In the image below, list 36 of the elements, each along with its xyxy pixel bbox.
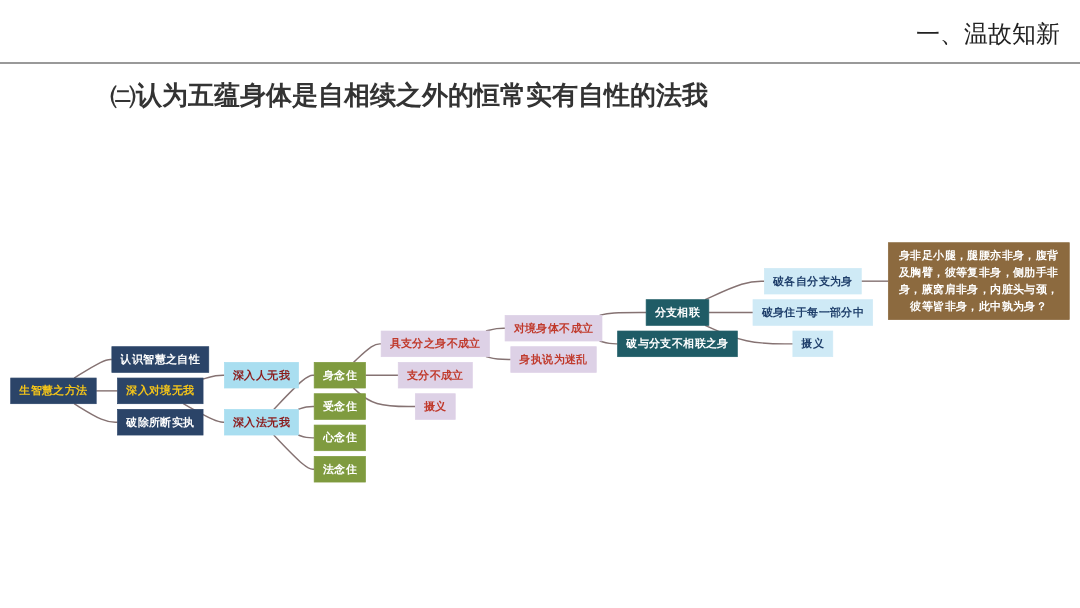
node-box: 深入对境无我 <box>117 377 204 405</box>
node-box: 心念住 <box>313 424 366 452</box>
connector <box>297 434 315 439</box>
connector <box>352 387 417 408</box>
node-box: 破与分支不相联之身 <box>617 330 738 358</box>
connector <box>95 390 119 392</box>
connector <box>704 280 766 301</box>
connector <box>860 280 890 282</box>
connector <box>73 358 113 379</box>
node-box: 深入法无我 <box>224 409 299 436</box>
node-box: 破各自分支为身 <box>764 268 862 295</box>
connector <box>598 311 647 317</box>
connector <box>273 434 315 471</box>
node-box: 具支分之身不成立 <box>380 330 490 358</box>
node-box: 身执说为迷乱 <box>510 346 597 373</box>
connector <box>202 374 226 380</box>
node-box: 身念住 <box>313 362 366 389</box>
slide-title: ㈡认为五蕴身体是自相续之外的恒常实有自性的法我 <box>110 79 708 112</box>
node-box: 摄义 <box>415 393 456 420</box>
node-box: 分支相联 <box>645 299 710 326</box>
connector <box>364 374 399 377</box>
node-box: 认识智慧之自性 <box>111 346 210 373</box>
node-box: 身非足小腿，腿腰亦非身，腹背及胸臂，彼等复非身，侧肋手非身，腋窝肩非身，内脏头与颈，彼等皆非身，此中孰为身？ <box>888 242 1070 321</box>
node-box: 深入人无我 <box>224 362 299 389</box>
connector <box>352 343 382 364</box>
node-box: 支分不成立 <box>397 362 473 389</box>
connector <box>708 311 754 314</box>
node-box: 破除所断实执 <box>117 409 204 436</box>
connector <box>73 403 119 424</box>
node-box: 对境身体不成立 <box>504 315 603 342</box>
node-box: 受念住 <box>313 393 366 420</box>
node-box: 摄义 <box>792 330 834 358</box>
node-box: 破身住于每一部分中 <box>752 299 874 326</box>
node-box: 生智慧之方法 <box>10 377 97 405</box>
node-box: 法念住 <box>313 456 366 483</box>
section-heading: 一、温故知新 <box>916 19 1060 50</box>
